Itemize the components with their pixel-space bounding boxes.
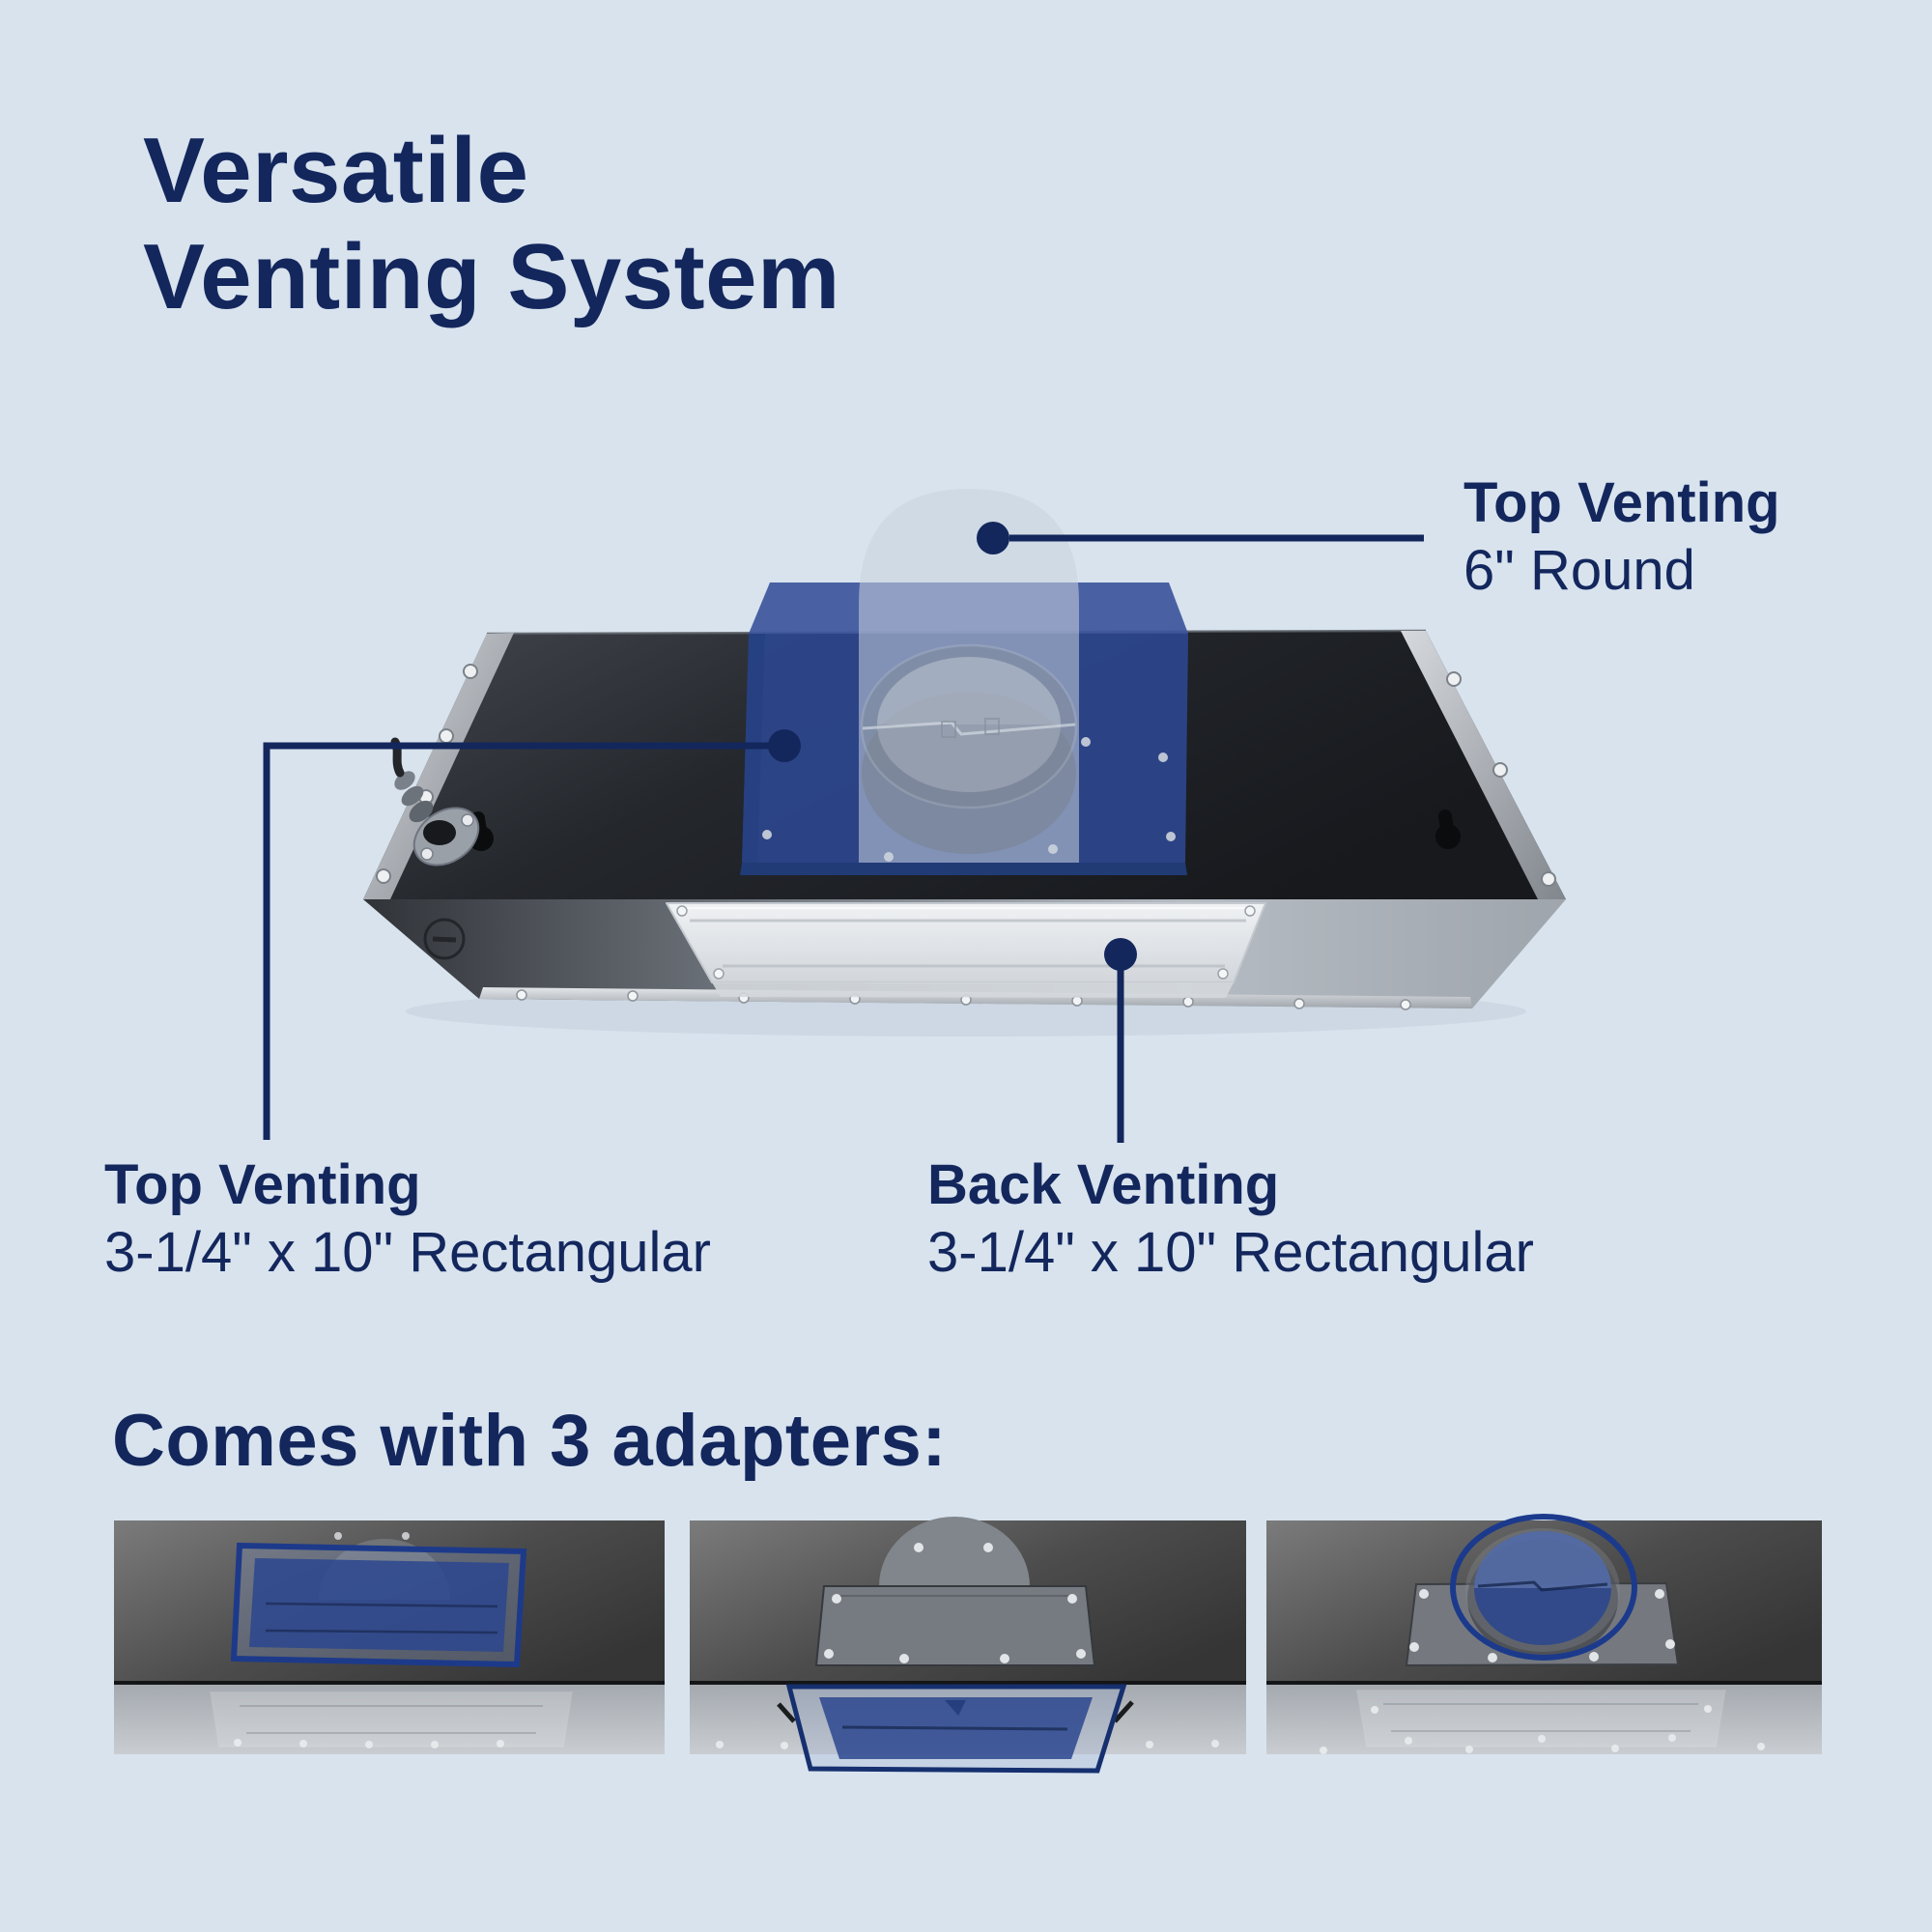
label-back-venting-rect-heading: Back Venting (927, 1153, 1280, 1216)
label-top-venting-round: Top Venting 6" Round (1463, 469, 1780, 605)
top-adapter-highlight-overlay (740, 489, 1188, 875)
thumbnail-rect-back-adapter (690, 1517, 1246, 1774)
back-vent-panel (666, 902, 1266, 998)
label-back-venting-rect: Back Venting 3-1/4" x 10" Rectangular (927, 1151, 1534, 1287)
thumbnail-round-top-adapter (1266, 1514, 1822, 1754)
label-top-venting-rect: Top Venting 3-1/4" x 10" Rectangular (104, 1151, 711, 1287)
thumbnail-rect-top-adapter (114, 1520, 665, 1754)
label-top-venting-round-heading: Top Venting (1463, 471, 1780, 534)
label-top-venting-rect-heading: Top Venting (104, 1153, 421, 1216)
page-title: Versatile Venting System (143, 118, 840, 330)
page-title-line2: Venting System (143, 225, 840, 328)
page-title-line1: Versatile (143, 119, 529, 222)
front-knockout-slot (432, 936, 457, 943)
adapter-plate-bottom (740, 863, 1187, 875)
round-duct-overlay (859, 489, 1079, 863)
callouts (263, 522, 1424, 1143)
front-knockout (423, 918, 466, 960)
label-top-venting-rect-detail: 3-1/4" x 10" Rectangular (104, 1221, 711, 1284)
adapter-thumbnails (114, 1514, 1822, 1774)
hood-right-rail (1401, 631, 1566, 899)
callout-top-round (977, 522, 1424, 554)
callout-top-rect (263, 729, 801, 1140)
callout-back-rect (1104, 938, 1137, 1143)
adapters-heading: Comes with 3 adapters: (112, 1400, 948, 1482)
hood-left-rail (363, 633, 514, 899)
label-top-venting-round-detail: 6" Round (1463, 539, 1695, 602)
label-back-venting-rect-detail: 3-1/4" x 10" Rectangular (927, 1221, 1534, 1284)
rail-screws (376, 664, 1556, 887)
